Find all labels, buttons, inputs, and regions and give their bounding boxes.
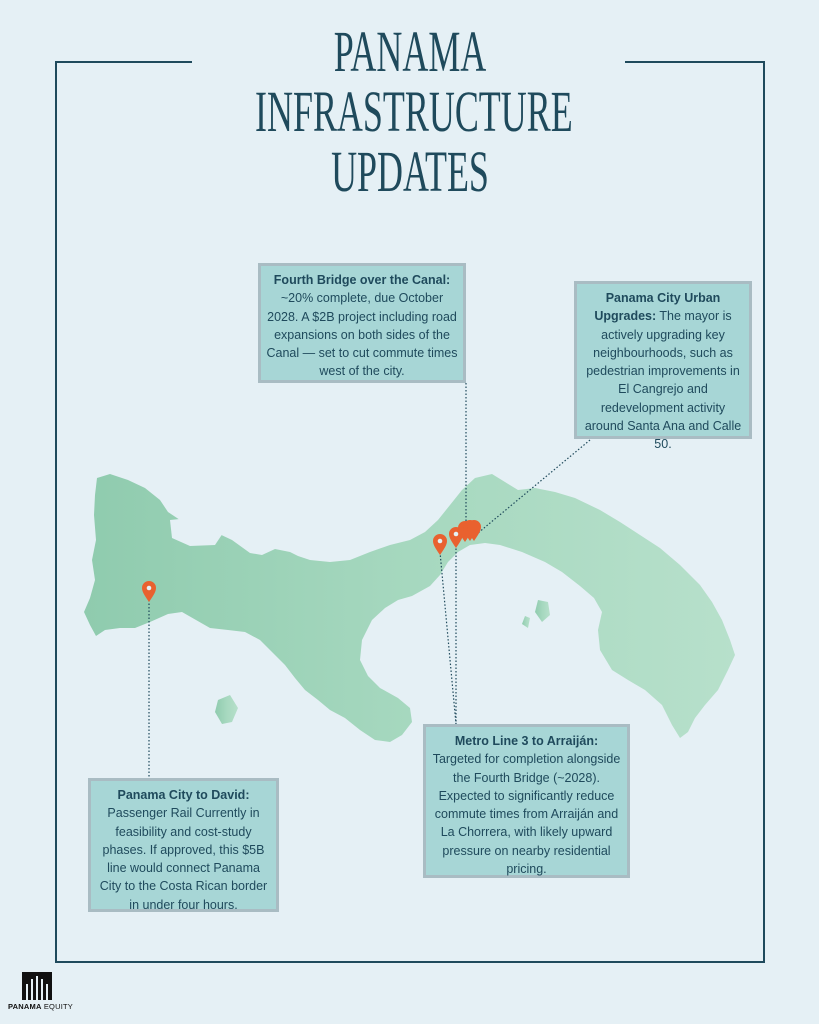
brand-name: PANAMA EQUITY xyxy=(8,1002,73,1011)
connector-urban-upgrades xyxy=(471,439,591,539)
callout-body: Passenger Rail Currently in feasibility … xyxy=(99,806,268,912)
frame-bottom xyxy=(55,961,765,963)
callout-heading: Panama City to David: xyxy=(117,788,250,802)
title-line-2: INFRASTRUCTURE xyxy=(255,79,573,144)
callout-urban-upgrades: Panama City Urban Upgrades: The mayor is… xyxy=(574,281,752,451)
page-title: PANAMA INFRASTRUCTURE UPDATES xyxy=(255,19,573,204)
callout-rail-david: Panama City to David: Passenger Rail Cur… xyxy=(88,778,279,912)
title-line-3: UPDATES xyxy=(331,139,489,204)
map-pins xyxy=(142,520,481,602)
callout-body: The mayor is actively upgrading key neig… xyxy=(584,309,742,452)
pin-panama-city-cluster-icon xyxy=(458,520,481,542)
callout-body: ~20% complete, due October 2028. A $2B p… xyxy=(266,291,458,379)
frame-right xyxy=(763,61,765,962)
land-mass xyxy=(84,474,735,742)
pin-arraijan-icon xyxy=(433,534,447,555)
buildings-logo-icon xyxy=(22,972,52,1000)
callout-heading: Panama City Urban Upgrades: xyxy=(594,291,721,324)
brand-name-bold: PANAMA xyxy=(8,1002,42,1011)
title-line-1: PANAMA xyxy=(333,19,487,84)
connector-metro-a xyxy=(439,551,457,725)
callout-heading: Fourth Bridge over the Canal: xyxy=(273,273,451,287)
frame-left xyxy=(55,61,57,962)
pin-david-icon xyxy=(142,581,156,602)
callout-metro-line-3: Metro Line 3 to Arraiján: Targeted for c… xyxy=(423,724,630,878)
frame-top-right xyxy=(625,61,764,63)
brand-name-light: EQUITY xyxy=(41,1002,73,1011)
frame-top-left xyxy=(55,61,192,63)
callout-fourth-bridge: Fourth Bridge over the Canal: ~20% compl… xyxy=(258,263,466,383)
callout-heading: Metro Line 3 to Arraiján: xyxy=(454,734,599,748)
callout-body: Targeted for completion alongside the Fo… xyxy=(432,752,621,877)
